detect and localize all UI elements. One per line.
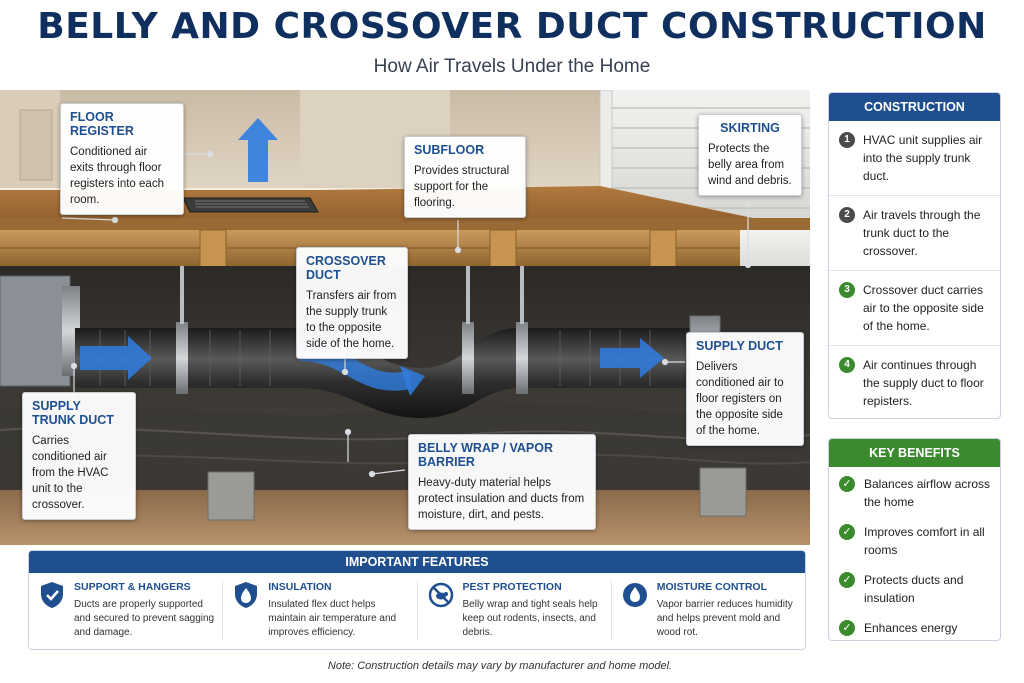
overview-title: CONSTRUCTION OVERVIEW [829,93,1000,142]
callout-text: Carries conditioned air from the HVAC un… [32,435,109,511]
benefit-item: ✓ Protects ducts and insulation [829,563,1000,611]
callout-title: CROSSOVER DUCT [306,254,386,282]
feature-text: Vapor barrier reduces humidity and helps… [656,599,793,638]
step-text: Crossover duct carries air to the opposi… [863,283,984,333]
check-icon: ✓ [839,476,855,492]
features-row: SUPPORT & HANGERS Ducts are properly supp… [29,573,805,640]
check-icon: ✓ [839,572,855,588]
check-icon: ✓ [839,524,855,540]
overview-step: 2 Air travels through the trunk duct to t… [829,196,1000,271]
step-number-badge: 4 [839,357,855,373]
step-number-badge: 2 [839,207,855,223]
construction-overview-panel: CONSTRUCTION OVERVIEW 1 HVAC unit supplie… [828,92,1001,419]
overview-list: 1 HVAC unit supplies air into the supply … [829,121,1000,418]
benefit-item: ✓ Enhances energy efficiency [829,611,1000,640]
benefit-text: Enhances energy efficiency [864,621,958,640]
main-title: BELLY AND CROSSOVER DUCT CONSTRUCTION [37,6,987,47]
feature-item: SUPPORT & HANGERS Ducts are properly supp… [29,581,224,640]
subtitle: How Air Travels Under the Home [373,56,651,77]
callout-title: SUPPLY DUCT [696,339,783,353]
feature-title: MOISTURE CONTROL [656,581,767,593]
duct-illustration: FLOOR REGISTER Conditioned air exits thr… [0,90,810,545]
callout-subfloor: SUBFLOOR Provides structural support for… [404,136,526,218]
callout-text: Transfers air from the supply trunk to t… [306,290,397,350]
key-benefits-panel: KEY BENEFITS ✓ Balances airflow across th… [828,438,1001,641]
callout-title: SKIRTING [720,121,780,135]
feature-text: Insulated flex duct helps maintain air t… [268,599,397,638]
feature-item: PEST PROTECTION Belly wrap and tight seal… [418,581,612,640]
feature-text: Ducts are properly supported and secured… [74,599,215,638]
callout-supply-duct: SUPPLY DUCT Delivers conditioned air to … [686,332,804,446]
feature-title: SUPPORT & HANGERS [74,581,191,593]
step-text: HVAC unit supplies air into the supply t… [863,133,983,183]
callout-title: SUBFLOOR [414,143,485,157]
benefits-title: KEY BENEFITS [829,439,1000,467]
benefits-list: ✓ Balances airflow across the home ✓ Improv… [829,467,1000,640]
benefit-item: ✓ Improves comfort in all rooms [829,515,1000,563]
callout-text: Heavy-duty material helps protect insula… [418,477,585,521]
feature-title: PEST PROTECTION [462,581,562,593]
step-number-badge: 1 [839,132,855,148]
feature-item: INSULATION Insulated flex duct helps main… [223,581,418,640]
features-title: IMPORTANT FEATURES [29,551,805,573]
feature-text: Belly wrap and tight seals help keep out… [462,599,598,638]
shield-check-icon [39,581,65,609]
feature-title: INSULATION [268,581,332,593]
overview-step: 3 Crossover duct carries air to the oppos… [829,271,1000,346]
feature-item: MOISTURE CONTROL Vapor barrier reduces hu… [612,581,805,640]
callout-skirting: SKIRTING Protects the belly area from wi… [698,114,802,196]
callout-title: BELLY WRAP / VAPOR BARRIER [418,441,553,469]
step-number-badge: 3 [839,282,855,298]
water-drop-icon [622,581,648,609]
benefit-item: ✓ Balances airflow across the home [829,467,1000,515]
footnote: Note: Construction details may vary by m… [327,660,673,672]
benefit-text: Improves comfort in all rooms [864,525,985,557]
check-icon: ✓ [839,620,855,636]
overview-step: 4 Air continues through the supply duct t… [829,346,1000,418]
step-text: Air continues through the supply duct to… [863,358,984,408]
benefit-text: Balances airflow across the home [864,477,991,509]
callout-text: Conditioned air exits through floor regi… [70,146,164,206]
no-pests-icon [428,581,454,609]
callout-crossover-duct: CROSSOVER DUCT Transfers air from the su… [296,247,408,359]
overview-step: 1 HVAC unit supplies air into the supply … [829,121,1000,196]
callout-belly-wrap: BELLY WRAP / VAPOR BARRIER Heavy-duty ma… [408,434,596,530]
important-features-panel: IMPORTANT FEATURES SUPPORT & HANGERS Duct… [28,550,806,650]
callout-text: Delivers conditioned air to floor regist… [696,361,784,437]
callout-floor-register: FLOOR REGISTER Conditioned air exits thr… [60,103,184,215]
callout-text: Protects the belly area from wind and de… [708,143,792,187]
callout-title: SUPPLY TRUNK DUCT [32,399,114,427]
step-text: Air travels through the trunk duct to th… [863,208,981,258]
callout-text: Provides structural support for the floo… [414,165,510,209]
callout-supply-trunk: SUPPLY TRUNK DUCT Carries conditioned ai… [22,392,136,520]
callout-title: FLOOR REGISTER [70,110,134,138]
droplet-shield-icon [233,581,259,609]
benefit-text: Protects ducts and insulation [864,573,964,605]
